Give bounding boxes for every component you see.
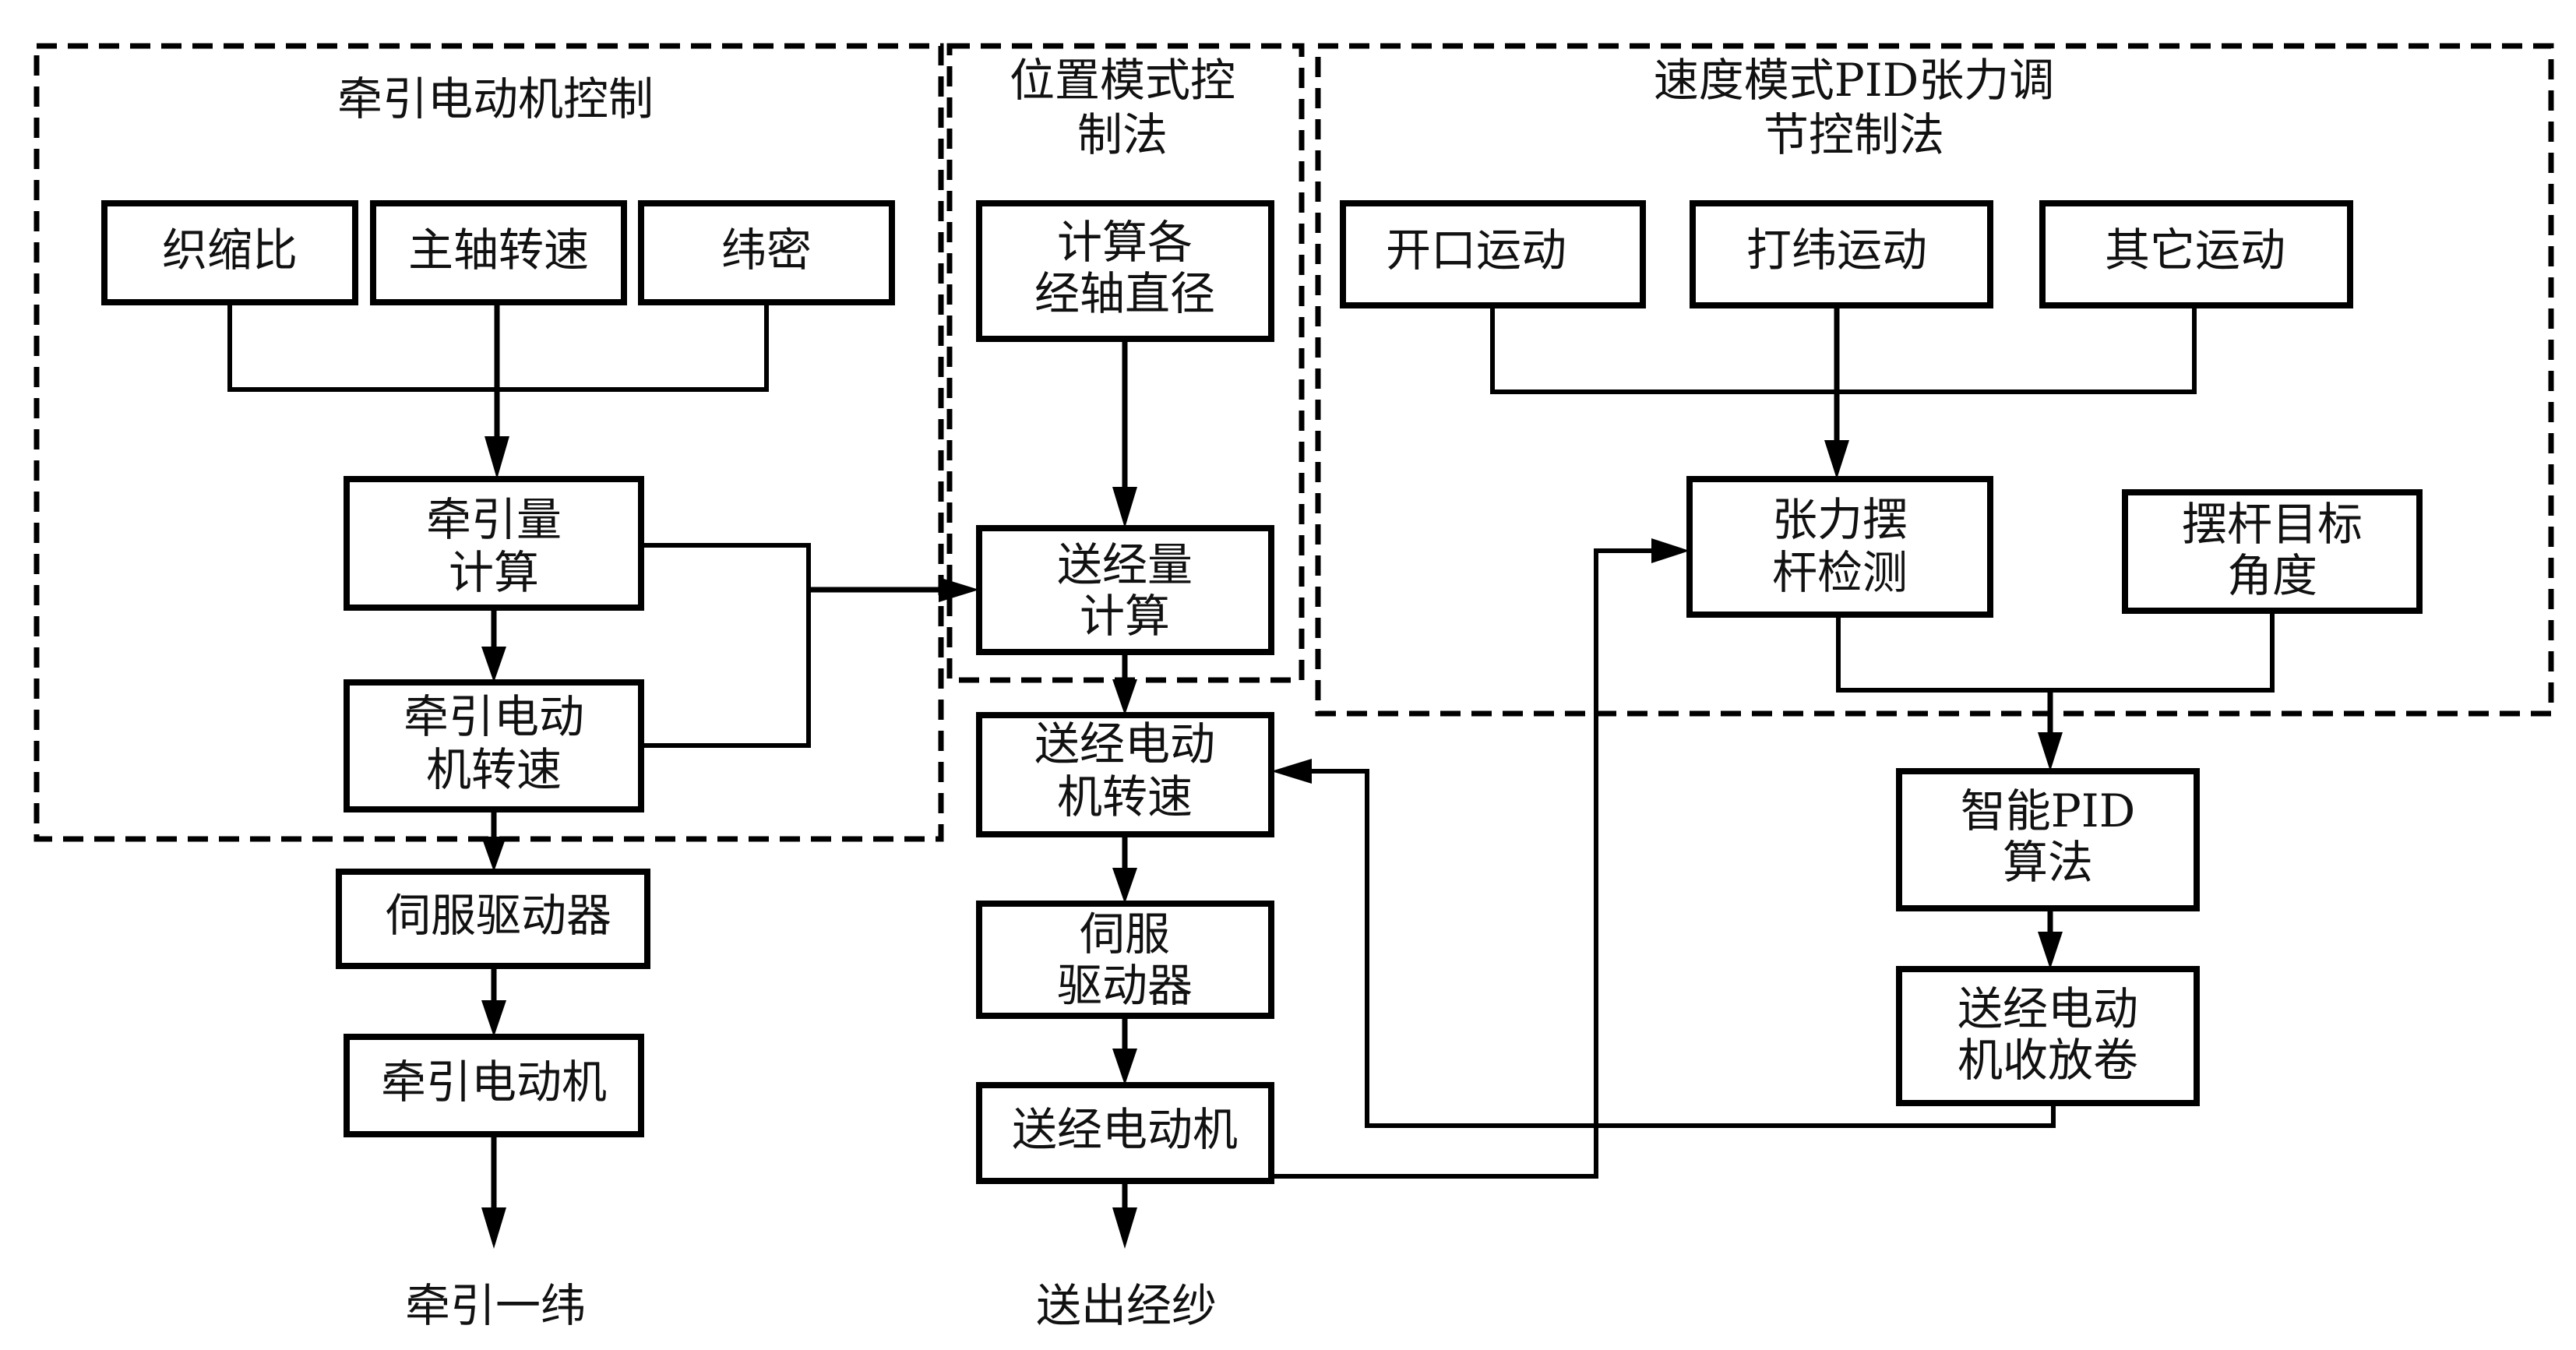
group-frame-traction: [33, 43, 944, 842]
group-title-speed-line2: 节控制法: [1764, 108, 1944, 161]
connector-motion-merge: [1490, 305, 2197, 394]
arrowhead: [481, 647, 506, 682]
arrowhead: [1112, 1049, 1137, 1085]
connector-tension-target-merge: [1836, 611, 2275, 693]
node-label: 送经电动: [1958, 982, 2138, 1035]
group-title-speed-line1: 速度模式PID张力调: [1654, 54, 2054, 107]
node-servo-mid: 伺服 驱动器: [976, 901, 1274, 1019]
output-traction-weft: 牵引一纬: [405, 1279, 586, 1332]
arrowhead: [481, 1000, 506, 1037]
node-label: 驱动器: [1057, 959, 1193, 1012]
node-label: 牵引量: [426, 493, 562, 546]
arrowhead: [481, 837, 506, 872]
node-traction-calc: 牵引量 计算: [344, 476, 644, 611]
node-letoff-motor-speed: 送经电动 机转速: [976, 712, 1274, 837]
connector-winding-to-motor-speed: [1309, 769, 2056, 1128]
arrowhead: [481, 1207, 506, 1249]
node-label: 计算: [1080, 590, 1170, 643]
node-label: 智能PID: [1961, 784, 2135, 837]
node-label: 机收放卷: [1958, 1034, 2138, 1087]
group-frame-speed: [1315, 43, 2554, 717]
node-label: 主轴转速: [408, 224, 589, 277]
node-label: 其它运动: [2105, 224, 2285, 277]
arrowhead: [1271, 759, 1312, 784]
node-weft-density: 纬密: [638, 200, 895, 305]
group-title-traction: 牵引电动机控制: [337, 72, 654, 125]
node-label: 打纬运动: [1746, 224, 1927, 277]
arrowhead: [1824, 440, 1849, 479]
node-label: 杆检测: [1772, 546, 1908, 599]
arrowhead: [939, 577, 979, 602]
arrowhead: [485, 436, 509, 479]
arrowhead: [1651, 538, 1690, 563]
arrowhead: [2038, 732, 2063, 771]
node-letoff-winding: 送经电动 机收放卷: [1896, 966, 2200, 1106]
node-label: 计算各: [1057, 216, 1193, 269]
node-label: 机转速: [1057, 770, 1193, 823]
node-target-angle: 摆杆目标 角度: [2122, 489, 2423, 614]
arrowhead: [1112, 1207, 1137, 1249]
arrowhead: [2038, 932, 2063, 969]
node-label: 牵引电动: [403, 690, 584, 743]
node-label: 摆杆目标: [2182, 498, 2363, 551]
arrowhead: [1112, 868, 1137, 904]
node-label: 牵引电动机: [381, 1056, 607, 1109]
node-shedding: 开口运动: [1340, 200, 1646, 308]
node-label: 送经电动机: [1012, 1103, 1238, 1156]
output-warp-yarn: 送出经纱: [1036, 1279, 1217, 1332]
group-title-position-line1: 位置模式控: [1010, 54, 1235, 107]
node-tension-detect: 张力摆 杆检测: [1686, 476, 1993, 618]
node-label: 送经电动: [1034, 717, 1215, 770]
connector-traction-feedback: [641, 543, 811, 748]
node-label: 张力摆: [1772, 493, 1908, 546]
node-spindle-speed: 主轴转速: [370, 200, 627, 305]
node-label: 伺服: [1080, 908, 1170, 961]
node-label: 纬密: [721, 224, 812, 277]
node-letoff-calc: 送经量 计算: [976, 525, 1274, 655]
arrowhead: [1112, 679, 1137, 715]
node-label: 计算: [449, 546, 539, 599]
node-beam-diameter: 计算各 经轴直径: [976, 200, 1274, 342]
node-other-motion: 其它运动: [2039, 200, 2353, 308]
node-label: 角度: [2227, 549, 2317, 602]
group-title-position-line2: 制法: [1077, 108, 1168, 161]
node-traction-motor: 牵引电动机: [344, 1034, 644, 1137]
node-traction-motor-speed: 牵引电动 机转速: [344, 679, 644, 812]
node-label: 织缩比: [162, 224, 298, 277]
arrowhead: [1112, 487, 1137, 528]
node-label: 算法: [2003, 836, 2093, 889]
node-smart-pid: 智能PID 算法: [1896, 768, 2200, 911]
node-letoff-motor: 送经电动机: [976, 1082, 1274, 1184]
node-label: 开口运动: [1386, 224, 1566, 277]
node-label: 伺服驱动器: [386, 889, 611, 942]
node-beating: 打纬运动: [1690, 200, 1993, 308]
node-servo-left: 伺服驱动器: [336, 869, 650, 969]
node-weave-shrink: 织缩比: [101, 200, 358, 305]
node-label: 送经量: [1057, 538, 1193, 591]
connector-motor-to-tension: [1125, 548, 1659, 1179]
node-label: 经轴直径: [1034, 267, 1215, 320]
node-label: 机转速: [426, 743, 562, 796]
